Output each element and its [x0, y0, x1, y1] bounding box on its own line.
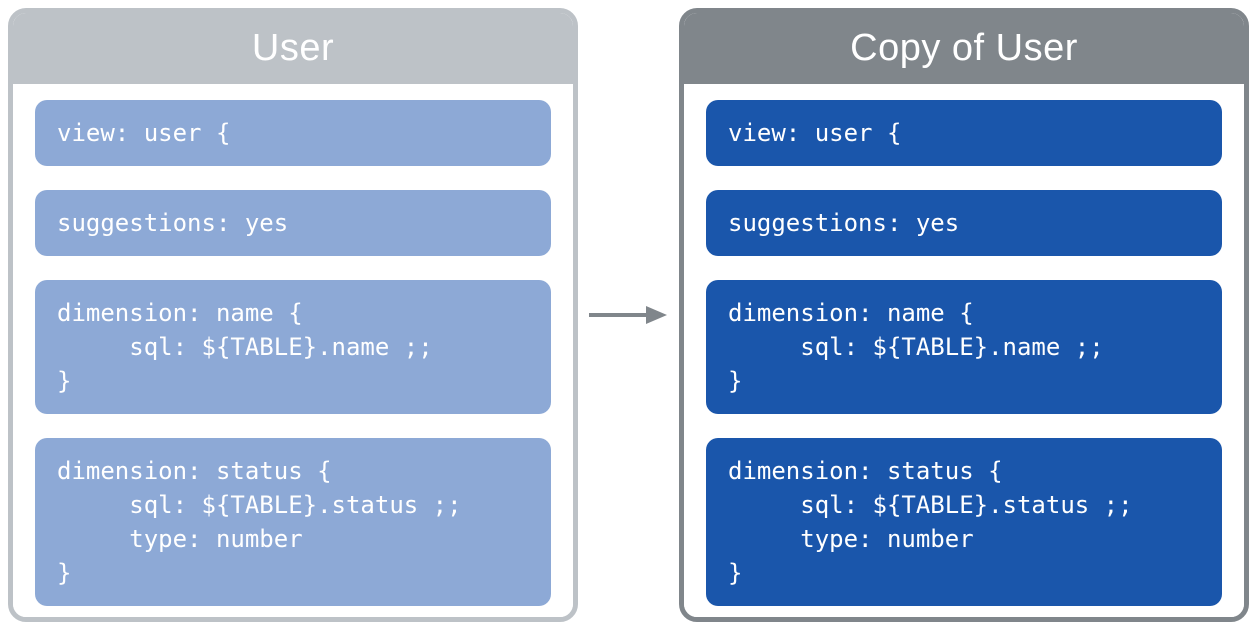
panel-user: User view: user { suggestions: yes dimen…	[8, 8, 578, 622]
panel-copy-of-user-title: Copy of User	[850, 27, 1078, 69]
panel-user-title: User	[251, 27, 335, 69]
panel-copy-of-user-header: Copy of User	[684, 13, 1244, 84]
panel-copy-of-user: Copy of User view: user { suggestions: y…	[679, 8, 1249, 622]
code-block-suggestions: suggestions: yes	[35, 190, 551, 256]
panel-user-body: view: user { suggestions: yes dimension:…	[13, 84, 573, 617]
panel-copy-of-user-body: view: user { suggestions: yes dimension:…	[684, 84, 1244, 617]
code-block-dimension-name: dimension: name { sql: ${TABLE}.name ;; …	[35, 280, 551, 414]
code-block-dimension-status: dimension: status { sql: ${TABLE}.status…	[35, 438, 551, 606]
code-block-suggestions: suggestions: yes	[706, 190, 1222, 256]
code-block-dimension-name: dimension: name { sql: ${TABLE}.name ;; …	[706, 280, 1222, 414]
panel-user-header: User	[13, 13, 573, 84]
code-block-dimension-status: dimension: status { sql: ${TABLE}.status…	[706, 438, 1222, 606]
right-arrow-icon	[588, 306, 667, 324]
code-block-view-user: view: user {	[35, 100, 551, 166]
copy-arrow-zone	[578, 8, 679, 622]
code-block-view-user: view: user {	[706, 100, 1222, 166]
